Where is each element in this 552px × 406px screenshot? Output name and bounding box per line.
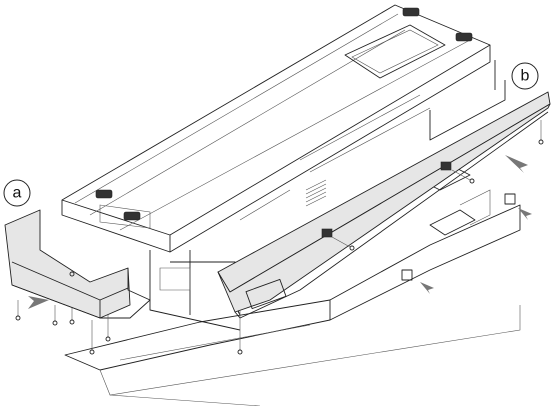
cover-window (245, 278, 287, 310)
removal-arrows (28, 155, 532, 309)
chassis (149, 60, 521, 331)
screw-icon (237, 310, 243, 355)
screws (15, 120, 544, 355)
callout-a-label: a (13, 185, 22, 202)
screw-icon (331, 236, 355, 251)
callout-a: a (3, 179, 31, 207)
arrow-icon (518, 208, 532, 220)
callout-b-label: b (521, 68, 530, 85)
screw-icon (15, 300, 21, 321)
arrow-icon (28, 296, 49, 309)
top-handle-2 (455, 32, 473, 42)
top-handle-1 (402, 7, 420, 17)
head-panel-a (4, 209, 151, 319)
table-top (61, 4, 491, 253)
clips (401, 193, 516, 281)
side-cover-b (217, 91, 551, 319)
clip-1 (504, 193, 516, 205)
base-plate (64, 299, 521, 406)
top-handle-3 (95, 189, 113, 199)
top-handle-4 (123, 211, 141, 221)
arrow-icon (505, 155, 528, 173)
screw-icon (52, 305, 58, 326)
screw-icon (105, 315, 111, 342)
arrow-icon (420, 282, 434, 294)
clip-2 (401, 269, 413, 281)
screw-icon (451, 169, 475, 184)
screw-icon (538, 120, 544, 145)
callout-b: b (511, 62, 539, 90)
screw-icon (89, 320, 95, 355)
screw-icon (69, 308, 75, 325)
